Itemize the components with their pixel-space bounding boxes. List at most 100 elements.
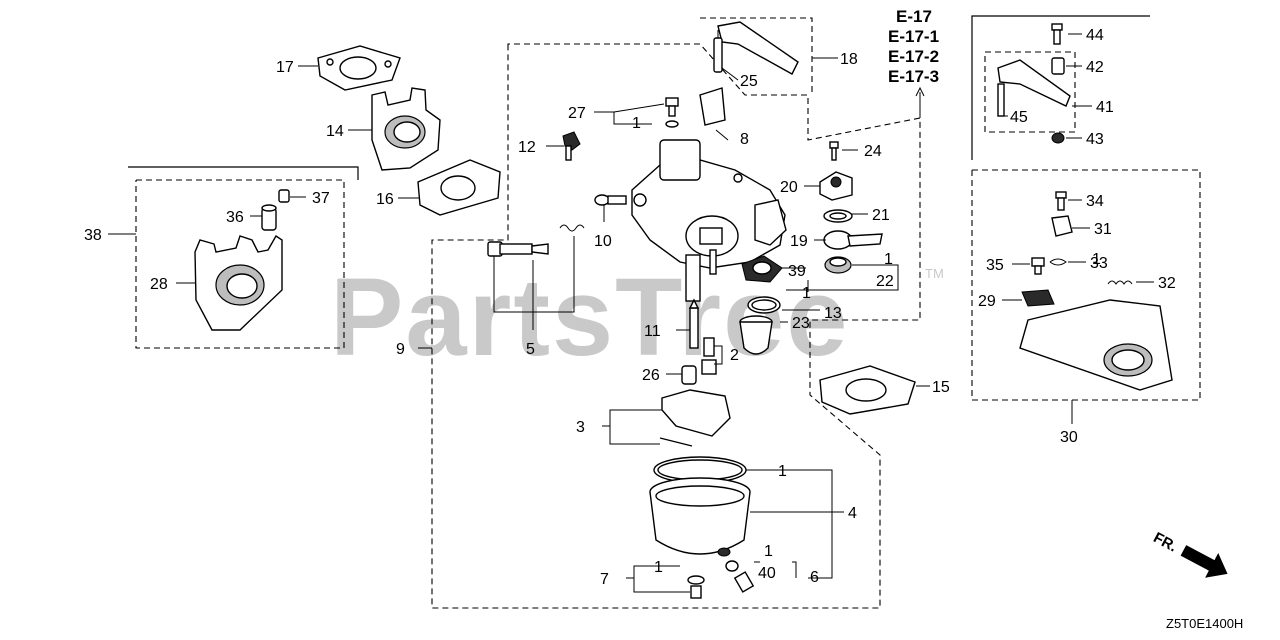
- callout-4: 4: [848, 505, 857, 522]
- part-bolt-35[interactable]: [1031, 257, 1045, 275]
- callout-22: 22: [876, 273, 894, 290]
- part-gasket-17[interactable]: [317, 45, 401, 91]
- part-screw-44[interactable]: [1051, 23, 1063, 45]
- part-gasket-39[interactable]: [741, 255, 783, 283]
- callout-31: 31: [1094, 221, 1112, 238]
- part-screw-24[interactable]: [829, 141, 839, 161]
- part-screw-34[interactable]: [1055, 191, 1067, 211]
- callout-10: 10: [594, 233, 612, 250]
- callout-2: 2: [730, 347, 739, 364]
- part-cap-37[interactable]: [278, 189, 290, 203]
- part-screw-27[interactable]: [665, 97, 679, 128]
- part-spring-32[interactable]: [1107, 280, 1133, 285]
- callout-30: 30: [1060, 429, 1078, 446]
- part-knob-12[interactable]: [562, 131, 581, 161]
- part-pad-29[interactable]: [1021, 289, 1055, 307]
- callout-34: 34: [1086, 193, 1104, 210]
- callout-13: 13: [824, 305, 842, 322]
- diagram-code: Z5T0E1400H: [1166, 616, 1243, 631]
- part-jet-26[interactable]: [681, 365, 697, 385]
- reference-code-3: E-17-2: [888, 47, 939, 66]
- part-diaphragm-cover-20[interactable]: [819, 171, 853, 201]
- callout-41: 41: [1096, 99, 1114, 116]
- front-label: FR.: [1150, 529, 1179, 555]
- callout-32: 32: [1158, 275, 1176, 292]
- callout-9: 9: [396, 341, 405, 358]
- part-oring-21[interactable]: [823, 209, 853, 223]
- callout-45: 45: [1010, 109, 1028, 126]
- callout-19: 19: [790, 233, 808, 250]
- callout-33: 33: [1090, 255, 1108, 272]
- callout-42: 42: [1086, 59, 1104, 76]
- part-drain-screw-40[interactable]: [725, 560, 755, 593]
- leader-lines: [108, 33, 1154, 593]
- part-bracket-30[interactable]: [1019, 299, 1173, 391]
- reference-code-2: E-17-1: [888, 27, 939, 46]
- callout-11: 11: [644, 323, 661, 340]
- part-lever-41[interactable]: [997, 59, 1071, 117]
- callout-37: 37: [312, 190, 330, 207]
- callout-18: 18: [840, 51, 858, 68]
- callout-1-e: 1: [764, 543, 773, 560]
- part-gasket-15[interactable]: [819, 365, 916, 415]
- callout-44: 44: [1086, 27, 1104, 44]
- callout-16: 16: [376, 191, 394, 208]
- callout-20: 20: [780, 179, 798, 196]
- callout-29: 29: [978, 293, 996, 310]
- part-nozzle-36[interactable]: [261, 204, 277, 231]
- part-lever-18[interactable]: [713, 21, 799, 75]
- part-clip-33[interactable]: [1049, 258, 1067, 266]
- part-gasket-16[interactable]: [417, 159, 501, 216]
- part-valve-19[interactable]: [823, 230, 883, 250]
- part-insulator-28[interactable]: [194, 235, 283, 331]
- callout-38: 38: [84, 227, 102, 244]
- callout-3: 3: [576, 419, 585, 436]
- part-oring-13[interactable]: [747, 296, 781, 314]
- callout-1-b: 1: [884, 251, 893, 268]
- part-filter-22[interactable]: [824, 256, 852, 274]
- part-nut-31[interactable]: [1051, 215, 1073, 237]
- reference-code-1: E-17: [896, 7, 932, 26]
- reference-code-block: E-17 E-17-1 E-17-2 E-17-3: [888, 7, 939, 86]
- callout-43: 43: [1086, 131, 1104, 148]
- watermark-trademark: TM: [925, 266, 944, 281]
- callout-8: 8: [740, 131, 749, 148]
- callout-17: 17: [276, 59, 294, 76]
- part-jet-2[interactable]: [701, 337, 717, 375]
- part-nut-42[interactable]: [1051, 57, 1065, 75]
- callout-labels: 17 14 16 38 28 36 37 18 25 27 1 12 10 5 …: [84, 27, 1176, 588]
- part-float-3[interactable]: [659, 389, 731, 447]
- part-drain-bolt-7[interactable]: [687, 575, 705, 599]
- part-bolt-10[interactable]: [594, 194, 627, 206]
- callout-26: 26: [642, 367, 660, 384]
- callout-27: 27: [568, 105, 586, 122]
- callout-6: 6: [810, 569, 819, 586]
- callout-36: 36: [226, 209, 244, 226]
- callout-5: 5: [526, 341, 535, 358]
- part-needle-11[interactable]: [688, 298, 700, 349]
- part-float-valve-23[interactable]: [739, 315, 773, 355]
- callout-7: 7: [600, 571, 609, 588]
- callout-14: 14: [326, 123, 344, 140]
- part-carburetor-body[interactable]: [631, 87, 787, 302]
- callout-1-f: 1: [654, 559, 663, 576]
- callout-15: 15: [932, 379, 950, 396]
- part-washer-43[interactable]: [1051, 132, 1065, 144]
- reference-code-4: E-17-3: [888, 67, 939, 86]
- callout-12: 12: [518, 139, 536, 156]
- callout-1-g: 1: [1092, 251, 1101, 268]
- callout-24: 24: [864, 143, 882, 160]
- callout-35: 35: [986, 257, 1004, 274]
- callout-21: 21: [872, 207, 890, 224]
- part-insulator-14[interactable]: [371, 87, 441, 171]
- front-arrow-icon: [1180, 545, 1228, 578]
- part-pilot-screw-5[interactable]: [487, 224, 585, 257]
- callout-25: 25: [740, 73, 758, 90]
- callout-1-a: 1: [632, 115, 641, 132]
- callout-39: 39: [788, 263, 806, 280]
- part-float-chamber-4[interactable]: [649, 477, 751, 557]
- callout-1-d: 1: [778, 463, 787, 480]
- front-direction-indicator: FR.: [1150, 529, 1228, 578]
- callout-23: 23: [792, 315, 810, 332]
